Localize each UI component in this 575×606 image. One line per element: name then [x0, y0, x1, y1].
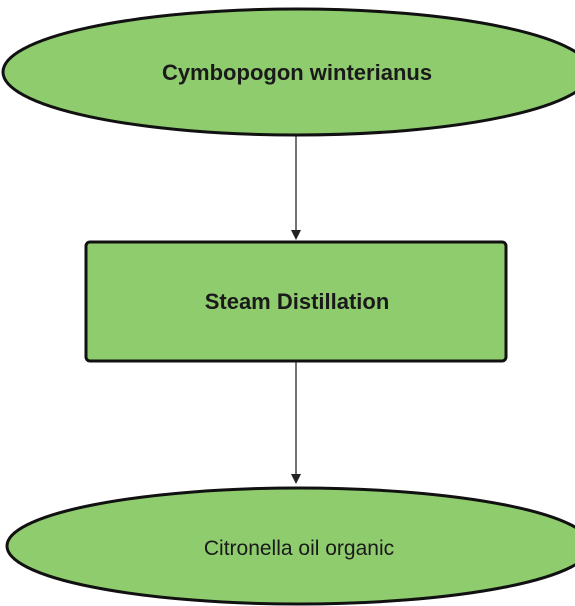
node-source[interactable]: Cymbopogon winterianus — [1, 7, 575, 137]
node-source-label: Cymbopogon winterianus — [162, 60, 432, 85]
node-product-label: Citronella oil organic — [204, 537, 394, 560]
node-product[interactable]: Citronella oil organic — [5, 486, 575, 606]
node-process-label: Steam Distillation — [205, 289, 390, 314]
node-process[interactable]: Steam Distillation — [84, 240, 508, 363]
